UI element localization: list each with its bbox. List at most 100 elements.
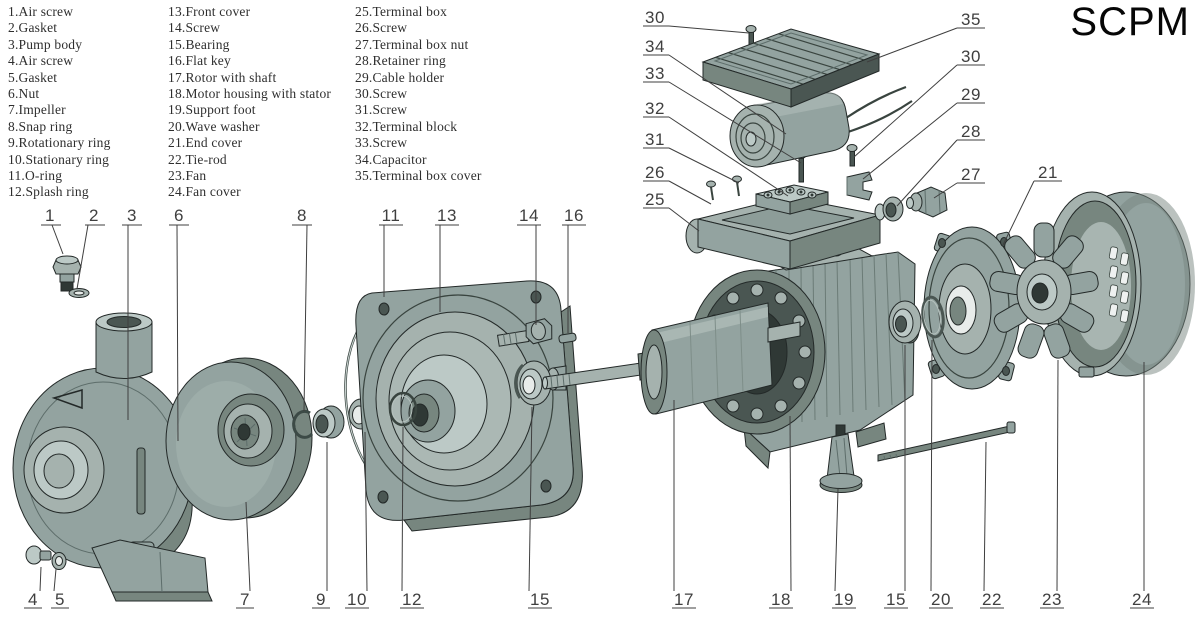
callout-12: 12 (400, 426, 424, 609)
part-screw-31 (732, 175, 742, 197)
callout-number: 2 (89, 206, 99, 225)
callout-3: 3 (122, 206, 142, 420)
callout-number: 25 (645, 190, 665, 209)
callout-number: 30 (645, 8, 665, 27)
callout-25: 25 (643, 190, 700, 232)
callout-number: 24 (1132, 590, 1152, 609)
parts-list-item: 2.Gasket (8, 20, 58, 36)
callout-32: 32 (643, 99, 789, 197)
callout-6: 6 (169, 206, 189, 442)
callout-number: 13 (437, 206, 457, 225)
callout-number: 20 (931, 590, 951, 609)
part-gasket-drain (51, 552, 67, 570)
parts-list-item: 32.Terminal block (355, 118, 458, 134)
part-terminal-box (685, 196, 881, 270)
callout-7: 7 (236, 501, 254, 609)
callout-number: 34 (645, 37, 665, 56)
parts-list-item: 31.Screw (355, 102, 408, 118)
parts-list-item: 17.Rotor with shaft (168, 69, 277, 85)
callout-number: 27 (961, 165, 981, 184)
callout-number: 29 (961, 85, 981, 104)
parts-list-item: 14.Screw (168, 20, 221, 36)
parts-list-item: 8.Snap ring (8, 118, 73, 134)
callout-number: 17 (674, 590, 694, 609)
callout-30: 30 (643, 8, 750, 34)
parts-list-item: 19.Support foot (168, 102, 256, 118)
part-pump-body (12, 312, 213, 602)
callout-number: 26 (645, 163, 665, 182)
part-terminal-block (755, 184, 829, 215)
callout-5: 5 (51, 568, 69, 609)
callout-26: 26 (643, 163, 712, 205)
callout-34: 34 (643, 37, 787, 135)
callout-19: 19 (832, 488, 856, 609)
parts-list-item: 13.Front cover (168, 4, 251, 19)
part-support-foot (819, 424, 863, 493)
callout-15: 15 (884, 345, 908, 609)
callout-number: 28 (961, 122, 981, 141)
callout-number: 16 (564, 206, 584, 225)
part-terminal-box-cover (701, 28, 881, 108)
callout-31: 31 (643, 130, 740, 184)
callout-18: 18 (769, 415, 793, 609)
callout-number: 30 (961, 47, 981, 66)
parts-list-item: 26.Screw (355, 20, 408, 36)
parts-list-item: 6.Nut (8, 86, 40, 102)
callout-14: 14 (517, 206, 541, 325)
callout-number: 7 (240, 590, 250, 609)
parts-list-item: 5.Gasket (8, 69, 58, 85)
parts-list-item: 30.Screw (355, 86, 408, 102)
parts-list-item: 18.Motor housing with stator (168, 86, 332, 102)
callout-23: 23 (1040, 359, 1064, 609)
parts-list-item: 10.Stationary ring (8, 151, 110, 167)
parts-list-item: 35.Terminal box cover (355, 168, 482, 184)
callout-number: 18 (771, 590, 791, 609)
parts-list-item: 3.Pump body (8, 36, 83, 52)
parts-list-item: 4.Air screw (8, 53, 74, 69)
parts-list-item: 9.Rotationary ring (8, 135, 111, 151)
callout-1: 1 (41, 206, 64, 255)
part-air-screw-top (52, 255, 82, 292)
part-flat-key (558, 332, 577, 344)
callout-4: 4 (24, 566, 42, 609)
part-gasket-top (68, 288, 90, 298)
callout-number: 32 (645, 99, 665, 118)
part-cable-holder (846, 171, 873, 201)
part-air-screw-drain (25, 545, 52, 565)
callout-number: 6 (174, 206, 184, 225)
parts-list-item: 12.Splash ring (8, 184, 89, 200)
callout-number: 15 (530, 590, 550, 609)
fan-cover-grille (1108, 246, 1130, 323)
part-splash-ring (388, 391, 418, 427)
callout-number: 10 (347, 590, 367, 609)
callout-9: 9 (312, 442, 330, 609)
part-wave-washer (921, 295, 945, 339)
callout-8: 8 (292, 206, 312, 412)
callout-number: 9 (316, 590, 326, 609)
callout-number: 5 (55, 590, 65, 609)
parts-list-item: 27.Terminal box nut (355, 36, 469, 52)
callout-11: 11 (379, 206, 403, 297)
callout-number: 33 (645, 64, 665, 83)
callout-number: 15 (886, 590, 906, 609)
part-terminal-box-nut (906, 186, 948, 218)
parts-list-item: 1.Air screw (8, 4, 74, 19)
callout-number: 4 (28, 590, 38, 609)
callout-number: 11 (382, 206, 401, 225)
callout-28: 28 (896, 122, 985, 207)
callout-29: 29 (862, 85, 985, 180)
parts-list-item: 28.Retainer ring (355, 53, 446, 69)
callout-22: 22 (980, 441, 1004, 609)
callout-number: 19 (834, 590, 854, 609)
callout-number: 8 (297, 206, 307, 225)
callout-number: 35 (961, 10, 981, 29)
callout-13: 13 (435, 206, 459, 312)
callout-17: 17 (672, 400, 696, 609)
parts-list-item: 20.Wave washer (168, 118, 260, 134)
parts-list-item: 29.Cable holder (355, 69, 445, 85)
